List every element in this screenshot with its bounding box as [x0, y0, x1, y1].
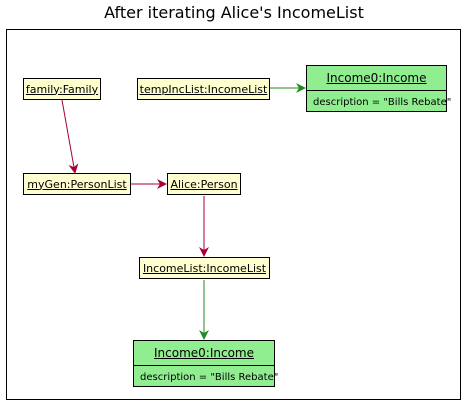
object-alice: Alice:Person — [167, 173, 241, 195]
object-mygen: myGen:PersonList — [23, 173, 131, 195]
object-tempinclist: tempIncList:IncomeList — [137, 78, 270, 100]
object-incomelist-label: IncomeList:IncomeList — [142, 261, 267, 275]
link-family-to-mygen — [61, 99, 79, 174]
object-family-label: family:Family — [25, 82, 99, 96]
diagram-frame — [6, 29, 461, 400]
object-incomelist: IncomeList:IncomeList — [139, 257, 270, 279]
object-income-bottom-label: Income0:Income — [154, 346, 254, 360]
object-income-top-attribute: description = "Bills Rebate" — [313, 96, 452, 108]
object-alice-label: Alice:Person — [170, 177, 238, 191]
object-income-top-label: Income0:Income — [326, 71, 427, 85]
object-family: family:Family — [23, 78, 101, 100]
diagram-title: After iterating Alice's IncomeList — [104, 3, 364, 22]
object-mygen-label: myGen:PersonList — [27, 177, 127, 191]
object-income-bottom: Income0:Income description = "Bills Reba… — [133, 340, 279, 387]
object-income-bottom-attribute: description = "Bills Rebate" — [140, 371, 279, 383]
object-tempinclist-label: tempIncList:IncomeList — [139, 82, 268, 96]
object-income-top: Income0:Income description = "Bills Reba… — [306, 65, 452, 112]
